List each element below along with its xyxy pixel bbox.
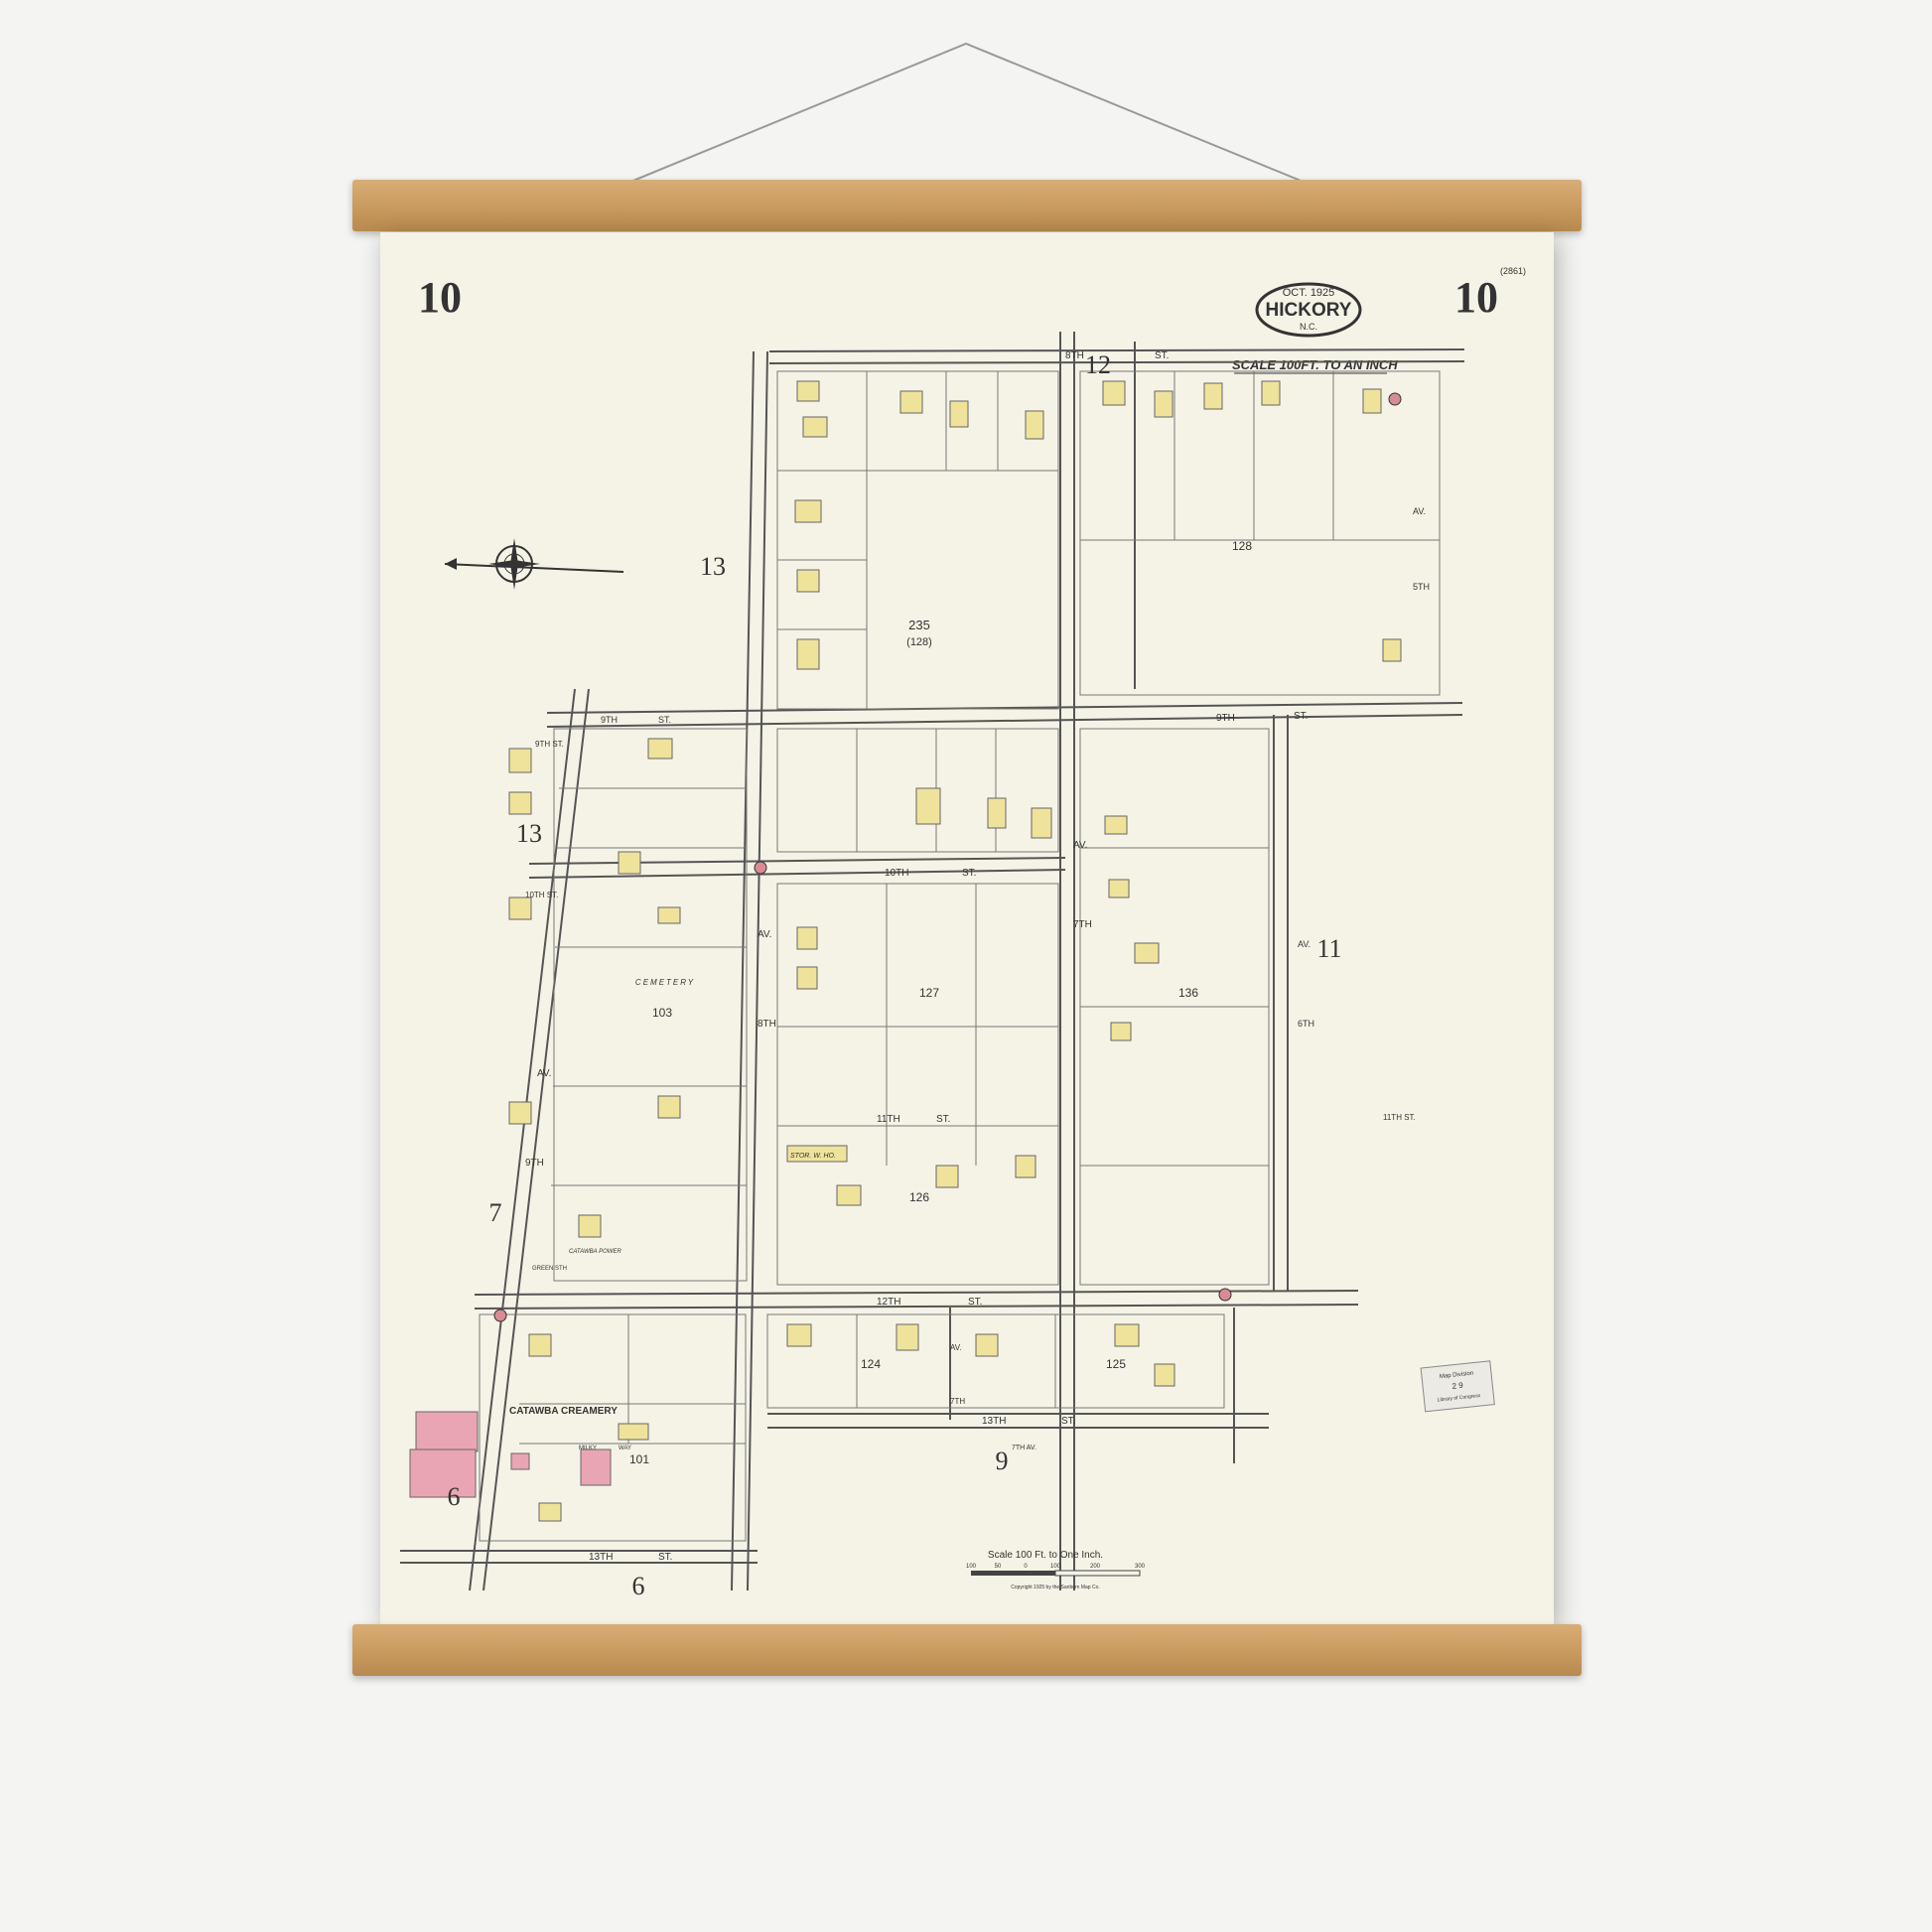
svg-text:300: 300 xyxy=(1135,1564,1146,1570)
adjacent-sheet-numbers: 12 13 13 11 7 6 9 6 xyxy=(448,350,1342,1600)
svg-text:0: 0 xyxy=(1024,1564,1028,1570)
svg-text:ST.: ST. xyxy=(1061,1416,1075,1427)
svg-text:126: 126 xyxy=(909,1190,929,1204)
svg-text:235: 235 xyxy=(908,618,930,632)
svg-text:125: 125 xyxy=(1106,1357,1126,1371)
svg-text:AV.: AV. xyxy=(1073,840,1087,851)
svg-text:AV.: AV. xyxy=(537,1068,551,1079)
compass-rose-icon xyxy=(444,538,624,590)
street-grid xyxy=(400,332,1465,1591)
svg-text:50: 50 xyxy=(995,1564,1002,1570)
sheet-number-right: 10 xyxy=(1454,273,1498,322)
svg-text:8TH: 8TH xyxy=(1065,350,1084,361)
sanborn-map: 10 10 (2861) OCT. 1925 HICKORY N.C. SCAL… xyxy=(400,266,1526,1600)
svg-text:7TH: 7TH xyxy=(950,1397,965,1406)
corner-note: (2861) xyxy=(1500,266,1526,276)
block-numbers: 235 (128) 128 127 136 103 126 124 125 10… xyxy=(629,539,1252,1466)
scale-top: SCALE 100FT. TO AN INCH xyxy=(1232,357,1398,372)
svg-text:13: 13 xyxy=(700,552,726,581)
svg-text:128: 128 xyxy=(1232,539,1252,553)
svg-text:6: 6 xyxy=(448,1482,461,1511)
scale-bar: Scale 100 Ft. to One Inch. 100 50 0 100 … xyxy=(966,1550,1146,1590)
svg-text:9TH: 9TH xyxy=(525,1158,544,1169)
svg-text:12TH: 12TH xyxy=(877,1297,900,1308)
copyright: Copyright 1925 by the Sanborn Map Co. xyxy=(1011,1585,1100,1590)
svg-text:5TH: 5TH xyxy=(1413,582,1430,592)
svg-text:AV.: AV. xyxy=(758,929,771,940)
svg-text:GREEN STH: GREEN STH xyxy=(532,1266,567,1272)
svg-text:AV.: AV. xyxy=(950,1343,962,1352)
svg-text:136: 136 xyxy=(1178,986,1198,1000)
brick-buildings xyxy=(409,1411,612,1498)
dwellings xyxy=(508,380,1402,1522)
street-labels: 8TH ST. 9TH ST. 9TH ST. 9TH ST. 10TH ST.… xyxy=(525,350,1430,1563)
svg-text:9TH ST.: 9TH ST. xyxy=(535,740,564,749)
svg-text:13TH: 13TH xyxy=(982,1416,1006,1427)
svg-text:MILKY: MILKY xyxy=(579,1446,597,1451)
svg-text:101: 101 xyxy=(629,1452,649,1466)
badge-state: N.C. xyxy=(1300,322,1317,332)
svg-text:ST.: ST. xyxy=(936,1114,950,1125)
svg-text:200: 200 xyxy=(1090,1564,1101,1570)
svg-text:ST.: ST. xyxy=(658,715,671,725)
svg-text:100: 100 xyxy=(1050,1564,1061,1570)
svg-text:AV.: AV. xyxy=(1413,506,1426,516)
svg-text:11TH ST.: 11TH ST. xyxy=(1383,1113,1416,1122)
top-wood-hanger xyxy=(352,180,1582,231)
svg-text:ST.: ST. xyxy=(658,1552,672,1563)
svg-text:AV.: AV. xyxy=(1298,939,1311,949)
svg-text:9: 9 xyxy=(996,1447,1009,1475)
svg-text:(128): (128) xyxy=(906,636,932,648)
svg-text:WAY: WAY xyxy=(619,1446,631,1451)
badge-date: OCT. 1925 xyxy=(1283,287,1335,299)
svg-text:ST.: ST. xyxy=(1155,350,1169,361)
svg-text:7: 7 xyxy=(489,1198,502,1227)
svg-text:13: 13 xyxy=(516,819,542,848)
svg-text:12: 12 xyxy=(1085,350,1111,379)
map-sheet: 10 10 (2861) OCT. 1925 HICKORY N.C. SCAL… xyxy=(380,232,1554,1624)
svg-text:11TH: 11TH xyxy=(877,1114,900,1125)
svg-text:ST.: ST. xyxy=(968,1297,982,1308)
svg-text:6TH: 6TH xyxy=(1298,1019,1314,1029)
svg-text:8TH: 8TH xyxy=(758,1019,776,1030)
svg-text:STOR. W. HO.: STOR. W. HO. xyxy=(790,1153,836,1160)
svg-text:124: 124 xyxy=(861,1357,881,1371)
svg-text:10TH: 10TH xyxy=(885,868,908,879)
svg-text:ST.: ST. xyxy=(1294,711,1308,722)
svg-text:7TH: 7TH xyxy=(1073,919,1092,930)
svg-text:9TH: 9TH xyxy=(601,715,618,725)
svg-text:ST.: ST. xyxy=(962,868,976,879)
svg-text:Library of Congress: Library of Congress xyxy=(1437,1393,1481,1404)
scale-bottom: Scale 100 Ft. to One Inch. xyxy=(988,1550,1103,1561)
lot-lines xyxy=(479,370,1441,1542)
svg-text:100: 100 xyxy=(966,1564,977,1570)
title-badge: OCT. 1925 HICKORY N.C. xyxy=(1255,282,1362,338)
svg-text:CEMETERY: CEMETERY xyxy=(635,978,695,987)
sheet-number-left: 10 xyxy=(418,273,462,322)
bottom-wood-hanger xyxy=(352,1624,1582,1676)
badge-city: HICKORY xyxy=(1266,300,1352,321)
svg-text:CATAWBA POWER: CATAWBA POWER xyxy=(569,1249,621,1255)
svg-text:13TH: 13TH xyxy=(589,1552,613,1563)
svg-text:103: 103 xyxy=(652,1006,672,1020)
svg-text:CATAWBA CREAMERY: CATAWBA CREAMERY xyxy=(509,1406,618,1417)
svg-text:Map Division: Map Division xyxy=(1440,1371,1474,1381)
fire-hydrant-icon xyxy=(493,392,1402,1322)
svg-text:127: 127 xyxy=(919,986,939,1000)
library-stamp: Map Division 2 9 Library of Congress xyxy=(1420,1360,1495,1413)
svg-text:11: 11 xyxy=(1316,934,1341,963)
svg-text:10TH ST.: 10TH ST. xyxy=(525,891,558,899)
svg-text:2 9: 2 9 xyxy=(1451,1381,1464,1391)
svg-text:7TH AV.: 7TH AV. xyxy=(1012,1445,1036,1451)
svg-text:6: 6 xyxy=(632,1572,645,1600)
site-labels: CEMETERY CATAWBA CREAMERY MILKY WAY STOR… xyxy=(509,978,836,1451)
svg-text:9TH: 9TH xyxy=(1216,713,1235,724)
